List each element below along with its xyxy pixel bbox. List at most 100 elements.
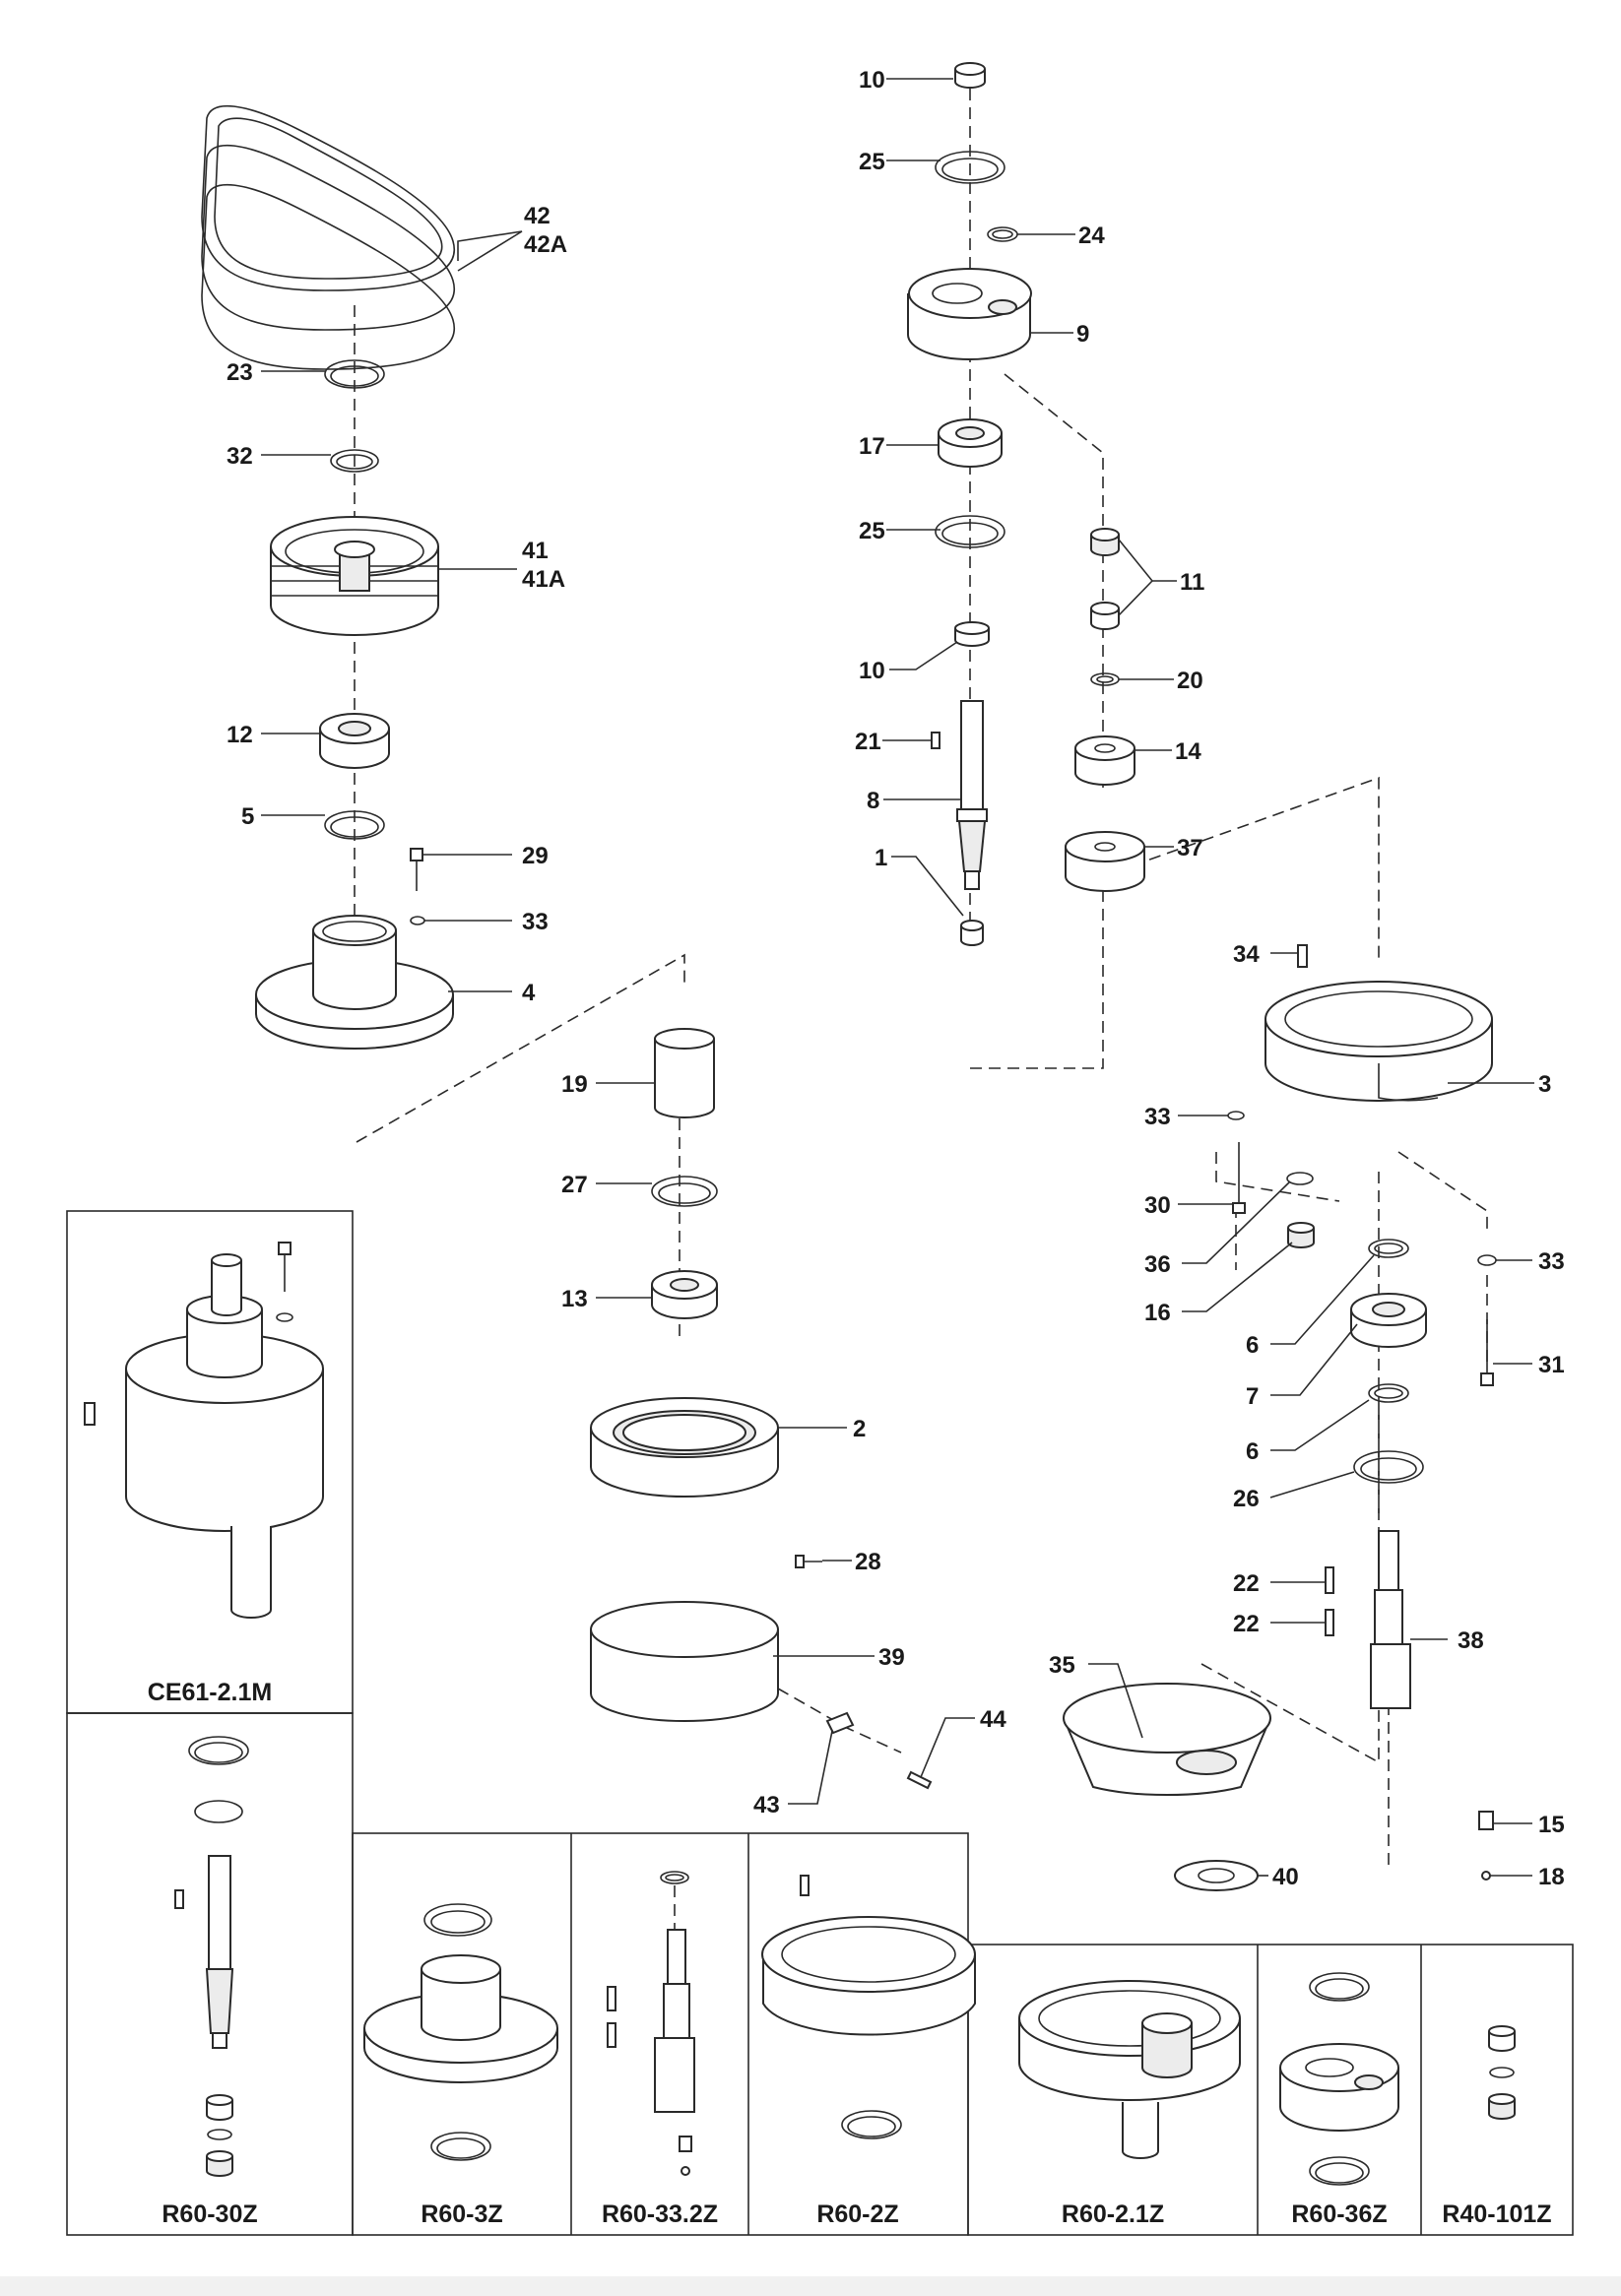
callout-34: 34 [1233,941,1260,968]
washer-20 [1090,672,1120,686]
bearing-17 [938,418,1003,468]
callout-33: 33 [1144,1104,1171,1130]
housing-flange-4 [255,915,454,1050]
gear-14 [1074,735,1135,786]
bushing-1 [960,920,984,946]
callout-24: 24 [1078,223,1105,249]
callout-42a: 42A [524,231,567,258]
retaining-ring-25-mid [935,515,1005,548]
callout-35: 35 [1049,1652,1075,1679]
bushing-10-top [954,62,986,89]
callout-36: 36 [1144,1251,1171,1278]
callout-10: 10 [859,658,885,684]
callout-8: 8 [867,788,879,814]
kit-label-r40-101z: R40-101Z [1442,2200,1551,2228]
kit-label-r60-2-1z: R60-2.1Z [1062,2200,1164,2228]
callout-40: 40 [1272,1864,1299,1890]
kit-r60-3z-drawing [363,1903,558,2161]
bolt-30 [1232,1142,1246,1214]
callout-6: 6 [1246,1438,1259,1465]
callout-19: 19 [561,1071,588,1098]
kit-label-r60-33-2z: R60-33.2Z [602,2200,718,2228]
kit-label-ce61-2-1m: CE61-2.1M [148,1679,272,1706]
guard-band-39 [590,1601,779,1722]
key-21 [931,732,940,749]
kit-r60-2-1z-drawing [1018,1980,1241,2159]
retaining-ring-27 [651,1176,718,1207]
callout-15: 15 [1538,1812,1565,1838]
callout-1: 1 [875,845,887,871]
washer-33-left [410,916,425,925]
callout-22: 22 [1233,1570,1260,1597]
pulley-41 [270,516,439,636]
callout-32: 32 [227,443,253,470]
kit-label-r60-36z: R60-36Z [1291,2200,1387,2228]
needle-bearings-11 [1090,528,1120,630]
kit-label-r60-3z: R60-3Z [421,2200,502,2228]
callout-30: 30 [1144,1192,1171,1219]
bearing-16 [1287,1222,1315,1248]
callout-38: 38 [1458,1627,1484,1654]
washer-33-right-upper [1227,1111,1245,1120]
screw-28 [795,1555,822,1568]
washer-6-lower [1368,1383,1409,1403]
retaining-ring-26 [1353,1450,1424,1484]
pinion-shaft-8 [956,700,988,890]
callout-42: 42 [524,203,551,229]
callout-33: 33 [522,909,549,935]
callout-27: 27 [561,1172,588,1198]
washer-6-upper [1368,1239,1409,1258]
callout-39: 39 [878,1644,905,1671]
kit-r40-101z-drawing [1488,2025,1516,2120]
callout-37: 37 [1177,835,1203,861]
callout-22: 22 [1233,1611,1260,1637]
hopper-35 [1063,1683,1271,1797]
callout-31: 31 [1538,1352,1565,1378]
kit-ce61-drawing [84,1242,324,1619]
washer-36 [1286,1172,1314,1185]
callout-2: 2 [853,1416,866,1442]
leader-lines [261,78,1534,1877]
keys-22 [1325,1566,1334,1636]
page-footer-strip [0,2276,1621,2296]
callout-25: 25 [859,149,885,175]
pin-34 [1297,944,1308,968]
callout-5: 5 [241,803,254,830]
callout-33: 33 [1538,1248,1565,1275]
callout-12: 12 [227,722,253,748]
callout-23: 23 [227,359,253,386]
callout-9: 9 [1076,321,1089,348]
ring-gear-2 [590,1397,779,1498]
gear-carrier-9 [907,268,1032,360]
callout-11: 11 [1180,569,1204,596]
funnel-40 [1174,1860,1259,1891]
callout-26: 26 [1233,1486,1260,1512]
callout-29: 29 [522,843,549,869]
callout-17: 17 [859,433,885,460]
callout-41a: 41A [522,566,565,593]
washer-33-right-lower [1477,1254,1497,1266]
bearing-7 [1350,1293,1427,1348]
set-screw-15 [1478,1811,1494,1830]
washer-32 [330,449,379,473]
clip-43 [825,1711,855,1735]
kit-captions: CE61-2.1M R60-30Z R60-3Z R60-33.2Z R60-2… [148,1679,1552,2228]
callout-41: 41 [522,538,549,564]
callout-44: 44 [980,1706,1006,1733]
callout-6: 6 [1246,1332,1259,1359]
bushing-10-mid [954,621,990,647]
kit-label-r60-2z: R60-2Z [816,2200,898,2228]
kit-label-r60-30z: R60-30Z [162,2200,257,2228]
kit-boxes [66,1210,1574,2236]
gear-housing-3 [1264,981,1493,1102]
bearing-13 [651,1270,718,1319]
retaining-ring-5 [324,810,385,840]
kit-r60-30z-drawing [174,1736,249,2177]
callout-16: 16 [1144,1300,1171,1326]
screw-44 [906,1770,933,1790]
ball-18 [1481,1871,1491,1881]
belt-42 [201,104,456,370]
callout-3: 3 [1538,1071,1551,1098]
sleeve-19 [654,1028,715,1118]
